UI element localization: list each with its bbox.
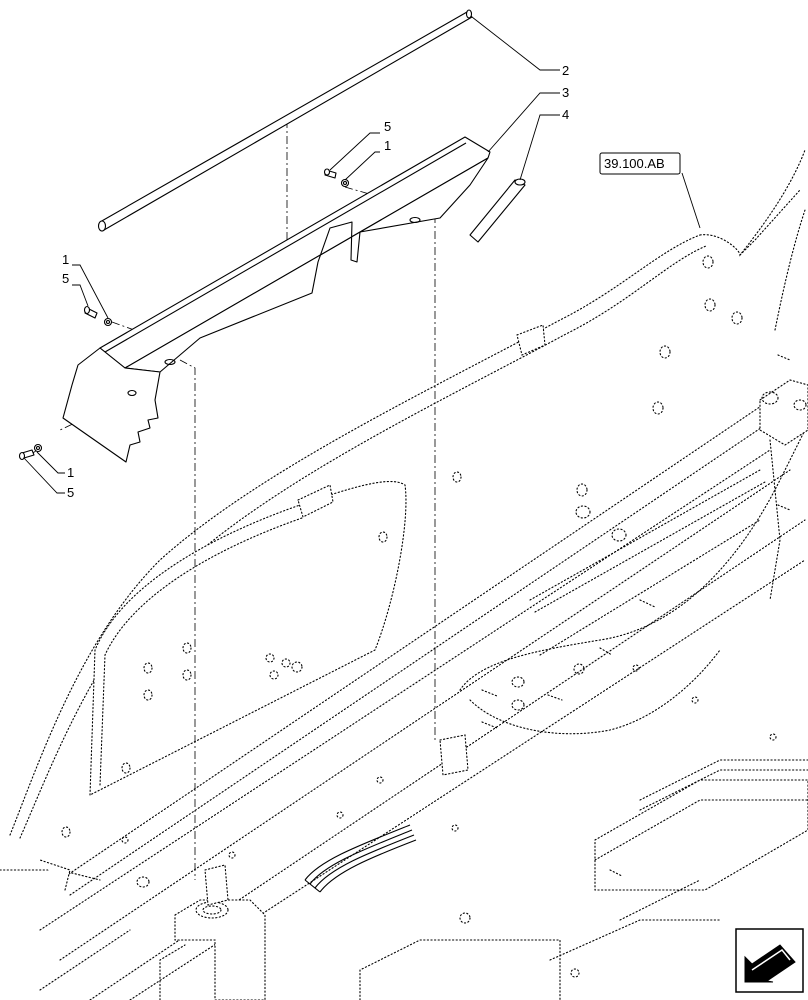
callout-1-bottom: 1 xyxy=(67,465,74,480)
reference-box[interactable]: 39.100.AB xyxy=(599,152,681,175)
frame-chassis xyxy=(0,149,808,1000)
callout-5-top: 5 xyxy=(384,119,391,134)
callout-numbers: 2 3 4 5 1 1 5 1 5 xyxy=(62,63,569,500)
leader-lines xyxy=(23,16,701,494)
hose-coil xyxy=(304,824,417,893)
callout-1-left: 1 xyxy=(62,252,69,267)
part-3-cover-panel xyxy=(62,136,491,463)
callout-1-top: 1 xyxy=(384,138,391,153)
callout-3: 3 xyxy=(562,85,569,100)
callout-5-bottom: 5 xyxy=(67,485,74,500)
reference-label[interactable]: 39.100.AB xyxy=(604,156,665,171)
bolt-set-top xyxy=(323,168,350,188)
callout-5-left: 5 xyxy=(62,271,69,286)
callout-4: 4 xyxy=(562,107,569,122)
bolt-set-bottom xyxy=(18,443,43,461)
part-4-strip xyxy=(469,178,526,243)
arrow-navigation-icon[interactable] xyxy=(735,928,804,993)
frame-holes xyxy=(61,255,807,978)
bolt-set-left xyxy=(83,305,113,327)
callout-2: 2 xyxy=(562,63,569,78)
